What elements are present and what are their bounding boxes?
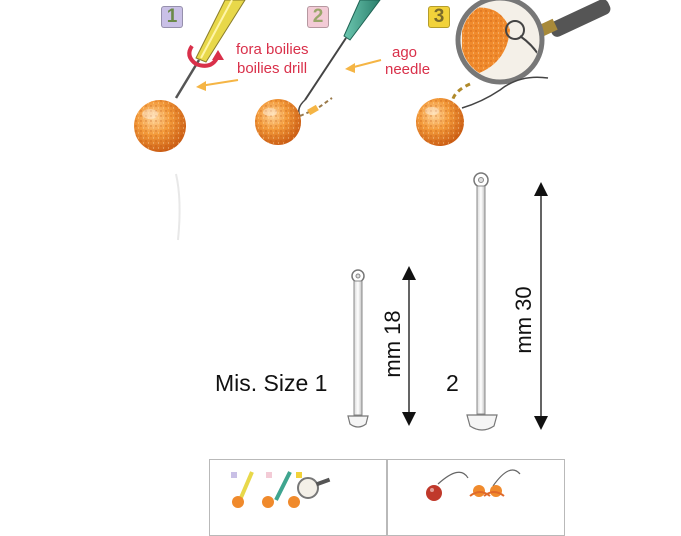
step-1-badge: 1 — [161, 6, 183, 28]
boilie-drill-icon — [174, 0, 246, 99]
step-2-label-line1: ago — [392, 44, 418, 61]
baiting-needle-icon — [298, 0, 381, 117]
size-2-measure: mm 30 — [511, 286, 536, 354]
size-1-measure: mm 18 — [380, 310, 405, 378]
steps-drawing — [134, 0, 611, 152]
step-1-label-line1: fora boilies — [236, 41, 309, 58]
lens-link-line — [450, 82, 471, 105]
stray-mark — [175, 173, 181, 241]
instructions-thumbnail-image — [231, 471, 331, 508]
boilie-2 — [255, 99, 301, 145]
bait-thumbnail[interactable] — [387, 459, 565, 536]
boilie-1 — [134, 100, 186, 152]
drill-pointer-arrow — [196, 79, 239, 91]
bait-stop-size-2 — [466, 172, 498, 431]
step-2-label-line2: needle — [385, 61, 431, 78]
measure-arrow-30mm — [534, 182, 548, 430]
size-2-label: 2 — [446, 370, 459, 396]
needle-pointer-arrow — [345, 59, 382, 73]
boilie-3 — [416, 76, 549, 146]
bait-thumbnail-image — [426, 469, 521, 501]
magnifying-glass-icon — [455, 0, 611, 85]
measure-arrow-18mm — [402, 266, 416, 426]
step-1-label-line2: boilies drill — [237, 60, 308, 77]
bait-stop-size-1 — [347, 269, 369, 428]
step-2-badge: 2 — [307, 6, 329, 28]
step-3-badge: 3 — [428, 6, 450, 28]
instructions-thumbnail[interactable] — [209, 459, 387, 536]
size-diagram: Mis. Size 1 mm 18 2 mm 30 — [0, 160, 681, 460]
size-drawing — [347, 172, 548, 431]
instructions-illustration: 1 2 3 — [0, 0, 681, 160]
size-1-label: Mis. Size 1 — [215, 370, 328, 396]
